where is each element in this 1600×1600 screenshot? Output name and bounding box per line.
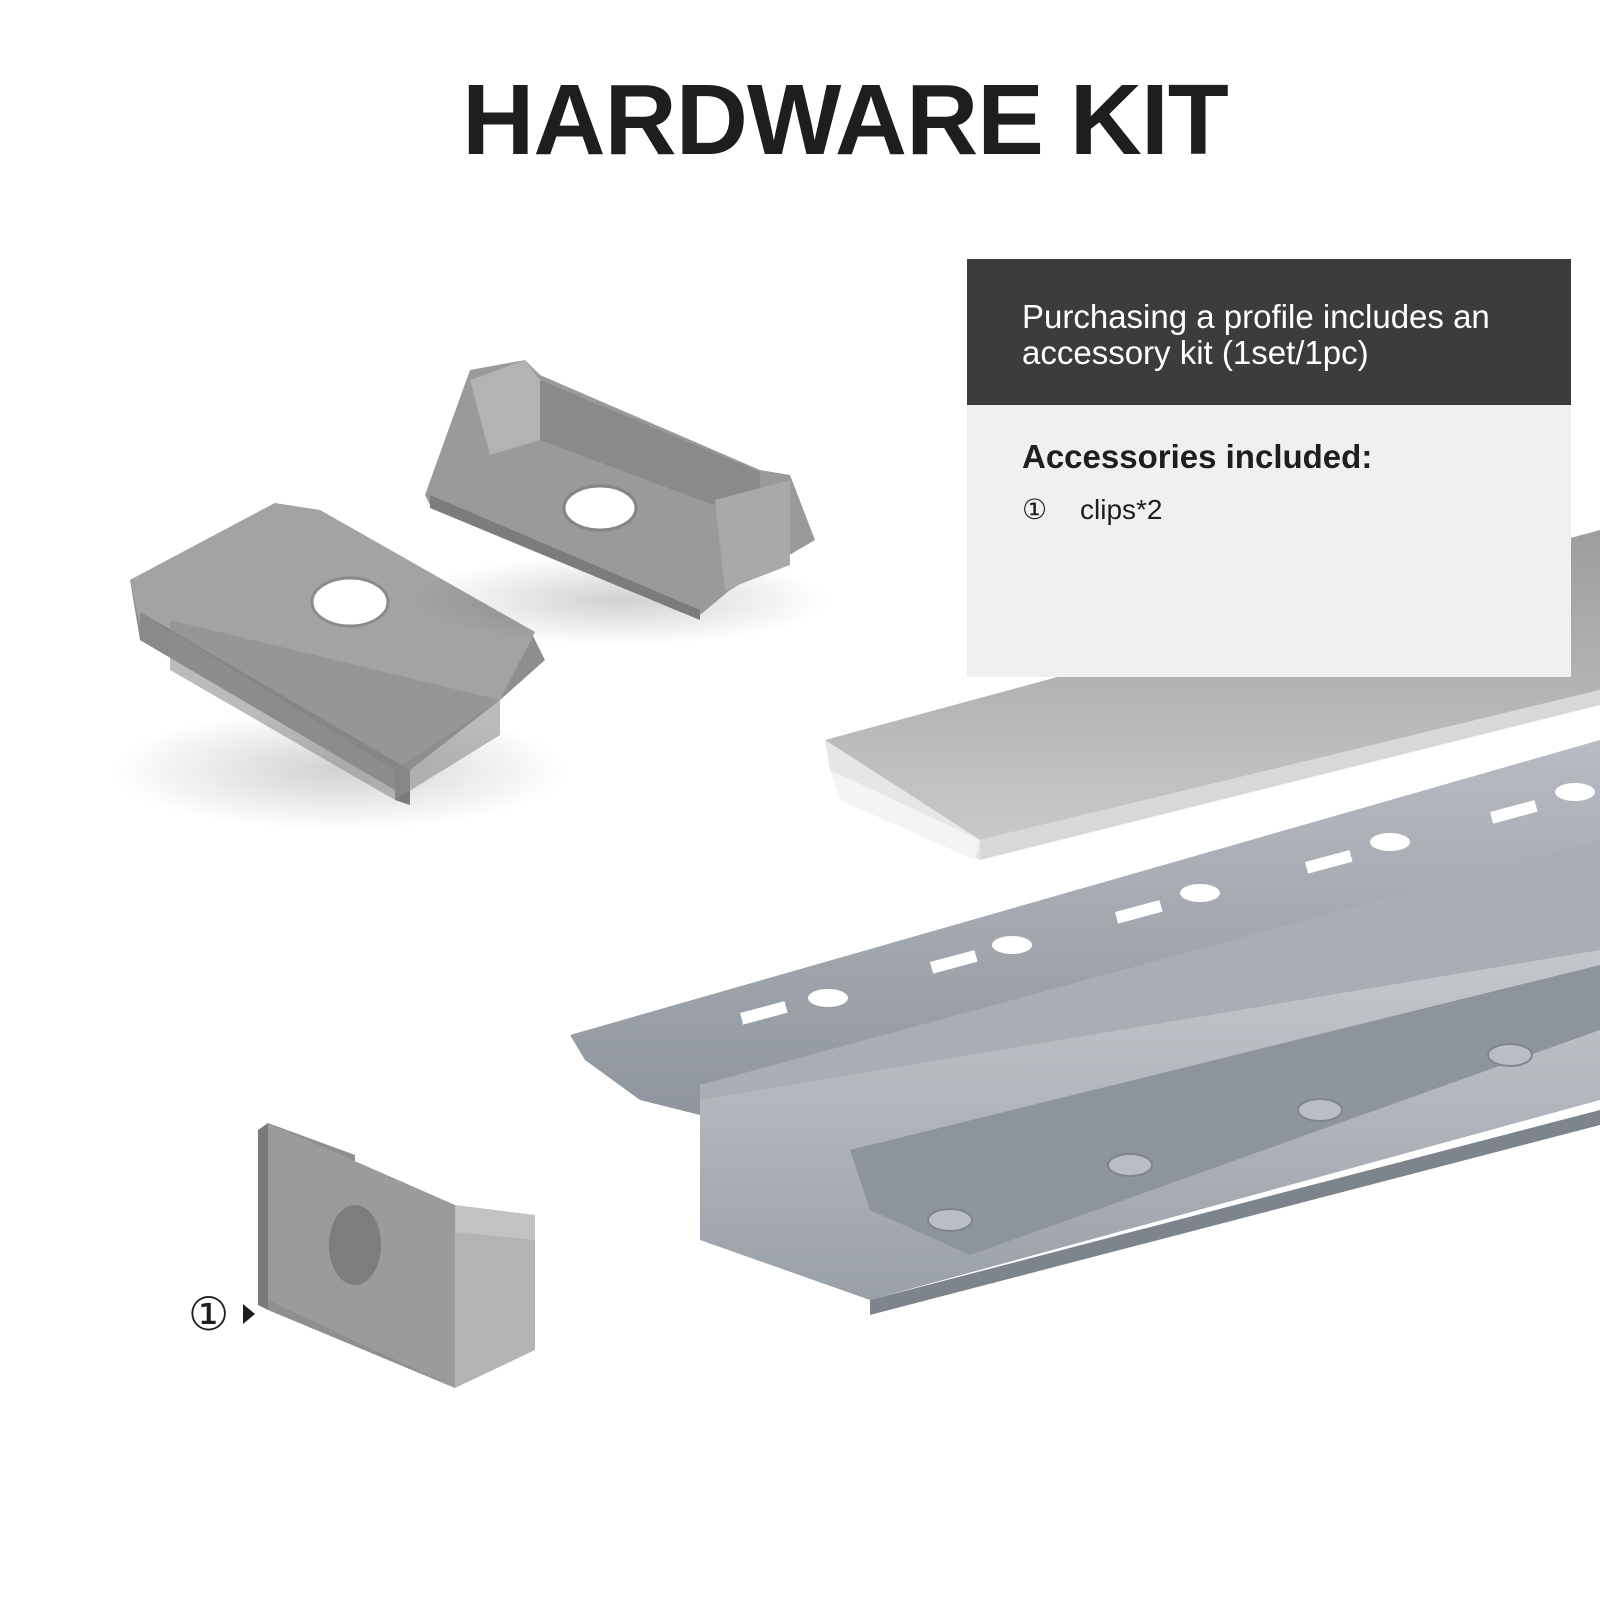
accessories-heading: Accessories included: (1022, 438, 1373, 475)
arrow-right-icon (243, 1304, 256, 1324)
clip-callout: ① (188, 1288, 256, 1340)
aluminum-profile-part (570, 740, 1600, 1315)
clip-callout-number: ① (188, 1288, 230, 1340)
accessory-item: ① clips*2 (1022, 495, 1551, 525)
accessory-item-label: clips*2 (1080, 494, 1163, 525)
kit-description-text: Purchasing a profile includes an accesso… (1022, 298, 1490, 371)
accessories-panel: Accessories included: ① clips*2 (967, 405, 1571, 677)
end-cap-open-part (410, 360, 830, 645)
accessory-item-number: ① (1022, 494, 1048, 525)
clip-part (258, 1123, 535, 1388)
kit-description-panel: Purchasing a profile includes an accesso… (967, 259, 1571, 405)
page-title: HARDWARE KIT (462, 64, 1229, 176)
end-cap-solid-part (110, 503, 570, 830)
